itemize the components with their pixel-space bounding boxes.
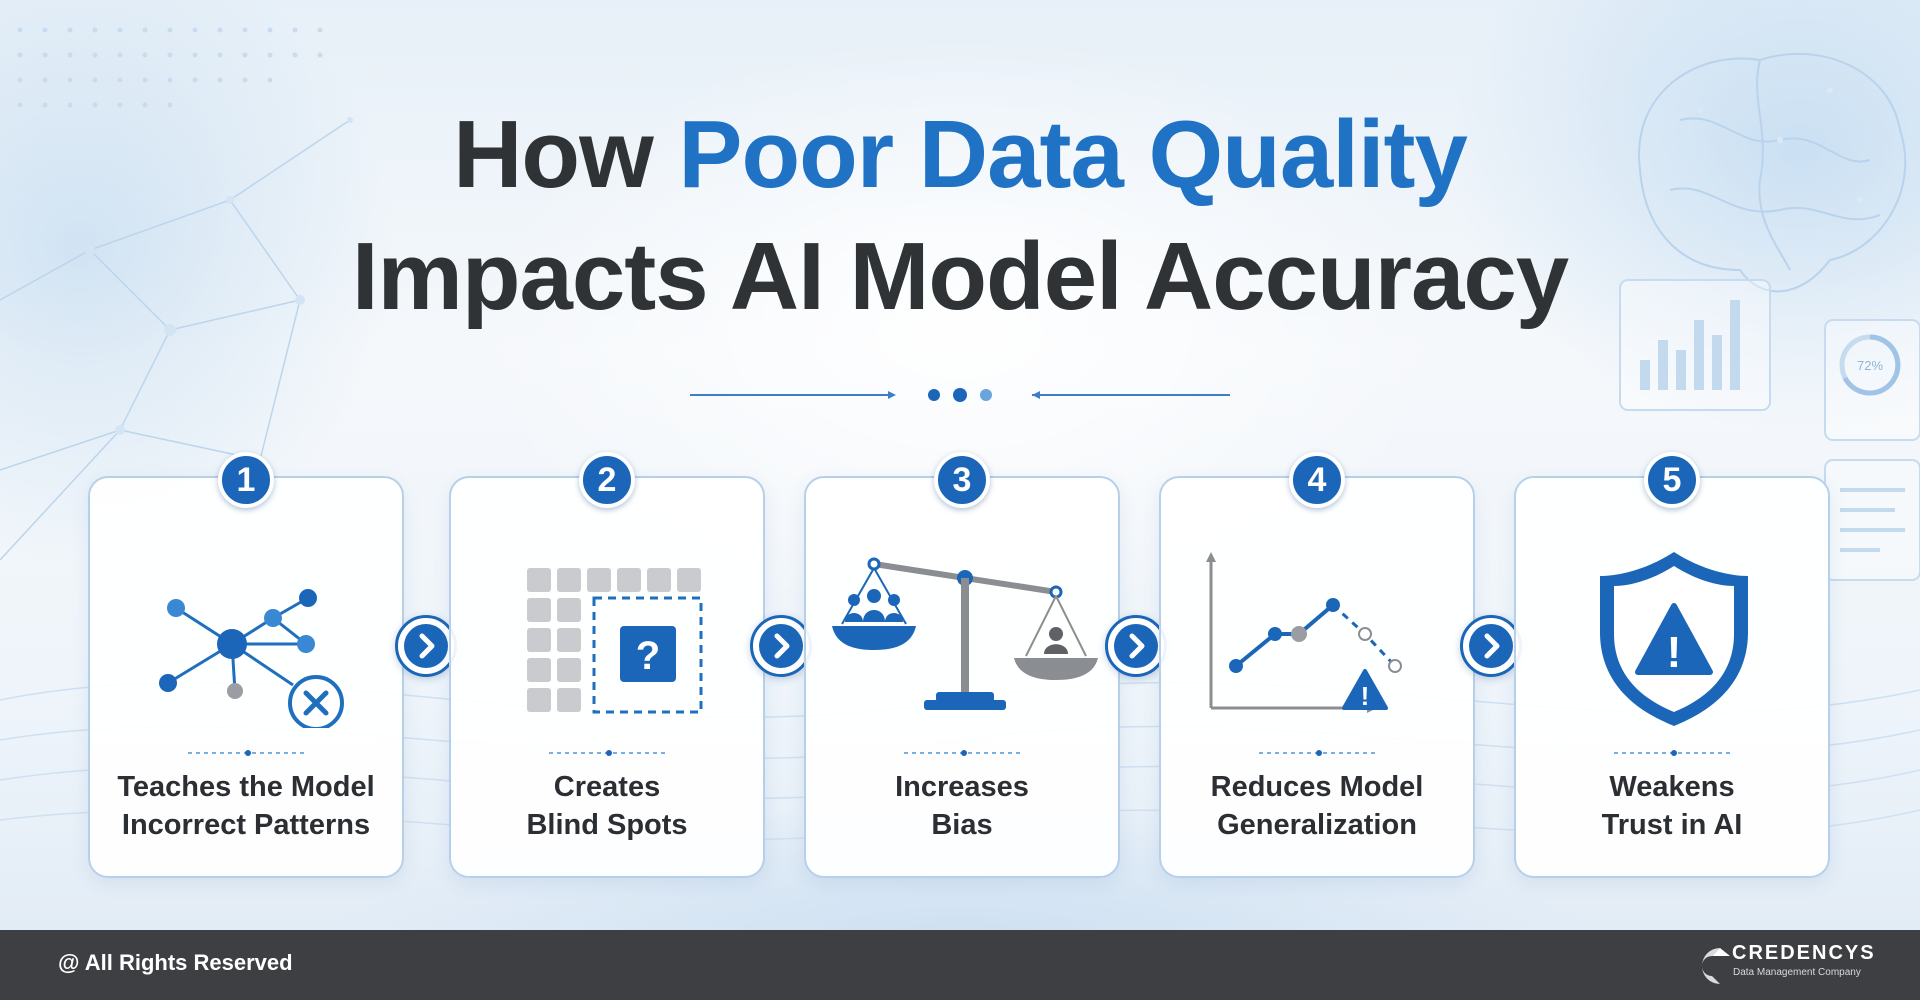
brand-name: CREDENCYS (1732, 942, 1876, 964)
balance-scale-icon (832, 557, 1098, 710)
warning-mark-icon: ! (1667, 628, 1682, 677)
card-separator (904, 750, 1024, 756)
step-label: Teaches the Model Incorrect Patterns (90, 768, 402, 844)
step-card-3: 3 Increases Bias (804, 452, 1120, 878)
step-label-line-1: Teaches the Model (117, 771, 375, 803)
chevron-right-icon (419, 633, 435, 659)
headline-prefix: How (453, 101, 654, 208)
step-number-badge: 2 (579, 452, 635, 508)
network-error-icon (159, 589, 344, 728)
next-arrow-4 (1460, 615, 1522, 677)
step-label: Weakens Trust in AI (1516, 768, 1828, 844)
step-label-line-2: Incorrect Patterns (121, 809, 371, 841)
step-label: Creates Blind Spots (451, 768, 763, 844)
background-decoration: 72% (0, 27, 1920, 841)
trend-warning-icon: ! (1206, 552, 1402, 713)
next-arrow-3 (1105, 615, 1167, 677)
card-separator (1614, 750, 1734, 756)
next-arrow-1 (395, 615, 457, 677)
gauge-text: 72% (1857, 358, 1883, 373)
step-label: Increases Bias (806, 768, 1118, 844)
step-number-badge: 4 (1289, 452, 1345, 508)
chevron-right-icon (1129, 633, 1145, 659)
step-number-badge: 5 (1644, 452, 1700, 508)
shield-warning-icon: ! (1600, 552, 1748, 726)
step-label-line-2: Generalization (1217, 809, 1417, 841)
step-label: Reduces Model Generalization (1161, 768, 1473, 844)
next-arrow-2 (750, 615, 812, 677)
blind-spot-grid-icon: ? (527, 568, 703, 714)
brand-tagline: Data Management Company (1733, 967, 1861, 978)
chevron-right-icon (1484, 633, 1500, 659)
card-separator (188, 750, 308, 756)
headline-line-1: How Poor Data Quality (0, 100, 1920, 210)
question-mark-icon: ? (636, 634, 660, 678)
step-number-badge: 1 (218, 452, 274, 508)
copyright-text: @ All Rights Reserved (58, 950, 293, 975)
step-card-1: 1 Teaches the Model Incorrect Patterns (88, 452, 404, 878)
step-label-line-1: Weakens (1609, 771, 1735, 803)
brand-logo-icon (1701, 948, 1730, 984)
card-separator (1259, 750, 1379, 756)
footer-bar: @ All Rights Reserved CREDENCYS Data Man… (0, 930, 1920, 1000)
headline-accent: Poor Data Quality (678, 101, 1467, 208)
card-separator (549, 750, 669, 756)
step-label-line-2: Trust in AI (1601, 809, 1743, 841)
step-card-4: 4 ! Reduces Model Generalization (1159, 452, 1475, 878)
step-label-line-2: Bias (931, 809, 993, 841)
step-label-line-1: Creates (553, 771, 661, 803)
step-label-line-2: Blind Spots (526, 809, 688, 841)
warning-mark-icon: ! (1361, 681, 1370, 711)
title-divider (690, 388, 1230, 402)
step-card-5: 5 ! Weakens Trust in AI (1514, 452, 1830, 878)
step-label-line-1: Reduces Model (1210, 771, 1424, 803)
step-label-line-1: Increases (895, 771, 1029, 803)
chevron-right-icon (774, 633, 790, 659)
step-card-2: 2 ? Creates Blind Spots (449, 452, 765, 878)
headline-line-2: Impacts AI Model Accuracy (351, 223, 1569, 330)
step-number-badge: 3 (934, 452, 990, 508)
